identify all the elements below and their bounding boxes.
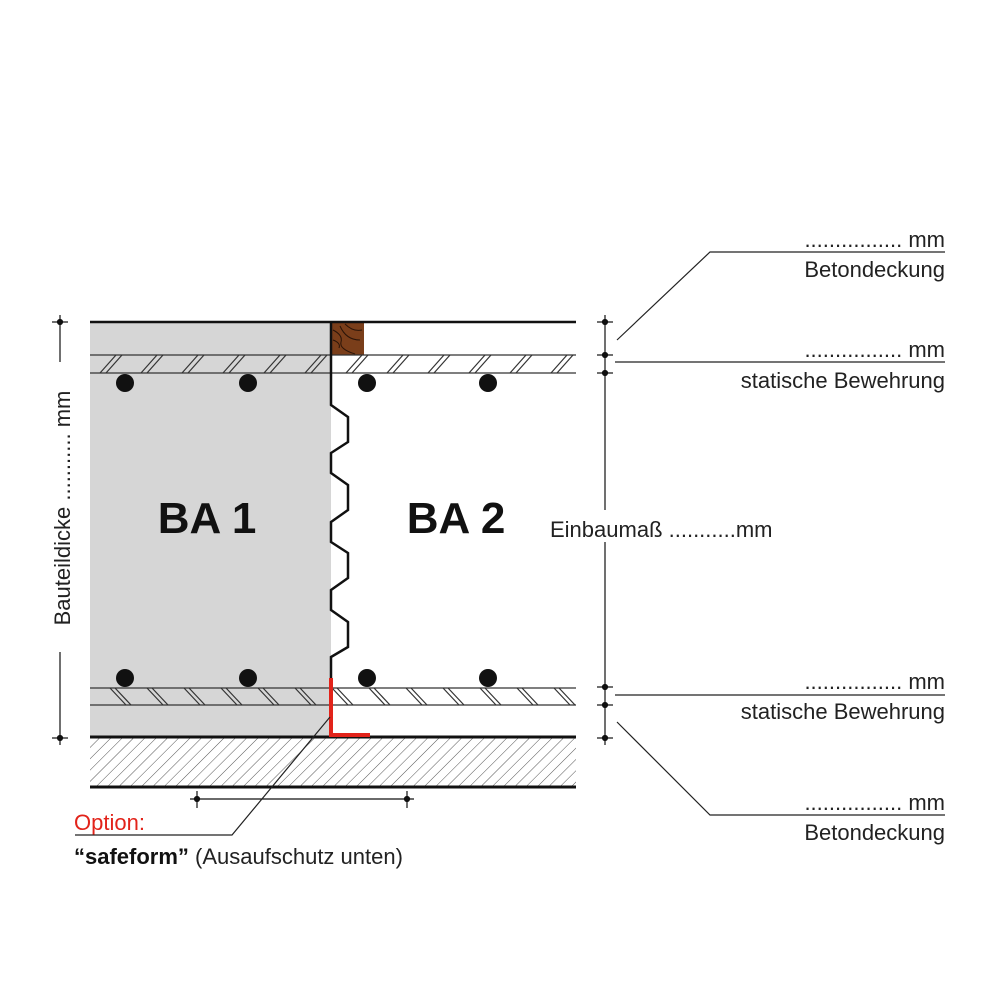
bottom-rebar-label: statische Bewehrung	[741, 699, 945, 724]
hatch-stroke	[331, 687, 349, 706]
hatch-stroke	[521, 687, 539, 706]
dimension-tick	[601, 369, 609, 377]
hatch-stroke	[558, 687, 576, 706]
hatch-stroke	[183, 687, 201, 706]
top-cover-value: ................ mm	[804, 227, 945, 252]
top-rebar-value: ................ mm	[804, 337, 945, 362]
hatch-stroke	[269, 354, 287, 374]
hatch-stroke	[263, 354, 281, 374]
dimension-tick	[601, 683, 609, 691]
section-label-ba2: BA 2	[407, 494, 506, 543]
hatch-stroke	[105, 354, 123, 374]
hatch-stroke	[304, 354, 322, 374]
hatch-stroke	[351, 354, 369, 374]
hatch-stroke	[310, 354, 328, 374]
hatch-stroke	[146, 687, 164, 706]
hatch-stroke	[187, 354, 205, 374]
hatch-stroke	[225, 687, 243, 706]
hatch-stroke	[146, 354, 164, 374]
hatch-stroke	[386, 354, 404, 374]
option-title: Option:	[74, 810, 145, 835]
hatch-stroke	[151, 687, 169, 706]
install-label: Einbaumaß ...........mm	[550, 517, 773, 542]
hatch-stroke	[99, 354, 117, 374]
hatch-stroke	[479, 687, 497, 706]
dimension-tick	[601, 318, 609, 326]
top-cover-label: Betondeckung	[804, 257, 945, 282]
hatch-stroke	[447, 687, 465, 706]
thickness-label: Bauteildicke ........... mm	[50, 391, 75, 626]
hatch-stroke	[474, 354, 492, 374]
safeform-profile	[329, 678, 370, 737]
hatch-stroke	[294, 687, 312, 706]
leader-lines	[75, 251, 945, 836]
hatch-stroke	[373, 687, 391, 706]
top-rebar-layer	[90, 354, 576, 374]
dimension-tick	[601, 701, 609, 709]
bottom-cover-value: ................ mm	[804, 790, 945, 815]
bottom-rebar-value: ................ mm	[804, 669, 945, 694]
hatch-stroke	[410, 687, 428, 706]
product-name: “safeform”	[74, 844, 189, 869]
hatch-stroke	[257, 687, 275, 706]
hatch-stroke	[392, 354, 410, 374]
hatch-stroke	[220, 687, 238, 706]
hatch-stroke	[181, 354, 199, 374]
hatch-stroke	[427, 354, 445, 374]
wood-strip	[331, 322, 364, 355]
hatch-stroke	[114, 687, 132, 706]
product-description: (Ausaufschutz unten)	[189, 844, 403, 869]
hatch-stroke	[484, 687, 502, 706]
bottom-cover-label: Betondeckung	[804, 820, 945, 845]
hatch-stroke	[405, 687, 423, 706]
hatch-stroke	[262, 687, 280, 706]
construction-joint	[329, 322, 350, 680]
hatch-stroke	[509, 354, 527, 374]
hatch-stroke	[140, 354, 158, 374]
top-rebar-label: statische Bewehrung	[741, 368, 945, 393]
hatch-stroke	[299, 687, 317, 706]
option-caption: “safeform” (Ausaufschutz unten)	[74, 844, 403, 869]
hatch-stroke	[336, 687, 354, 706]
hatch-stroke	[550, 354, 568, 374]
hatch-stroke	[228, 354, 246, 374]
subgrade	[90, 737, 576, 787]
hatch-stroke	[188, 687, 206, 706]
dimension-tick	[601, 734, 609, 742]
hatch-stroke	[222, 354, 240, 374]
hatch-stroke	[468, 354, 486, 374]
thickness-dimension	[52, 315, 68, 745]
hatch-stroke	[345, 354, 363, 374]
hatch-stroke	[553, 687, 571, 706]
hatch-stroke	[516, 687, 534, 706]
hatch-stroke	[515, 354, 533, 374]
hatch-stroke	[433, 354, 451, 374]
section-label-ba1: BA 1	[158, 494, 257, 543]
hatch-stroke	[442, 687, 460, 706]
rebars	[116, 374, 497, 687]
dimension-tick	[601, 351, 609, 359]
hatch-stroke	[556, 354, 574, 374]
concrete-section-ba1	[90, 322, 331, 737]
hatch-stroke	[109, 687, 127, 706]
hatch-stroke	[368, 687, 386, 706]
width-dimension	[190, 791, 414, 808]
